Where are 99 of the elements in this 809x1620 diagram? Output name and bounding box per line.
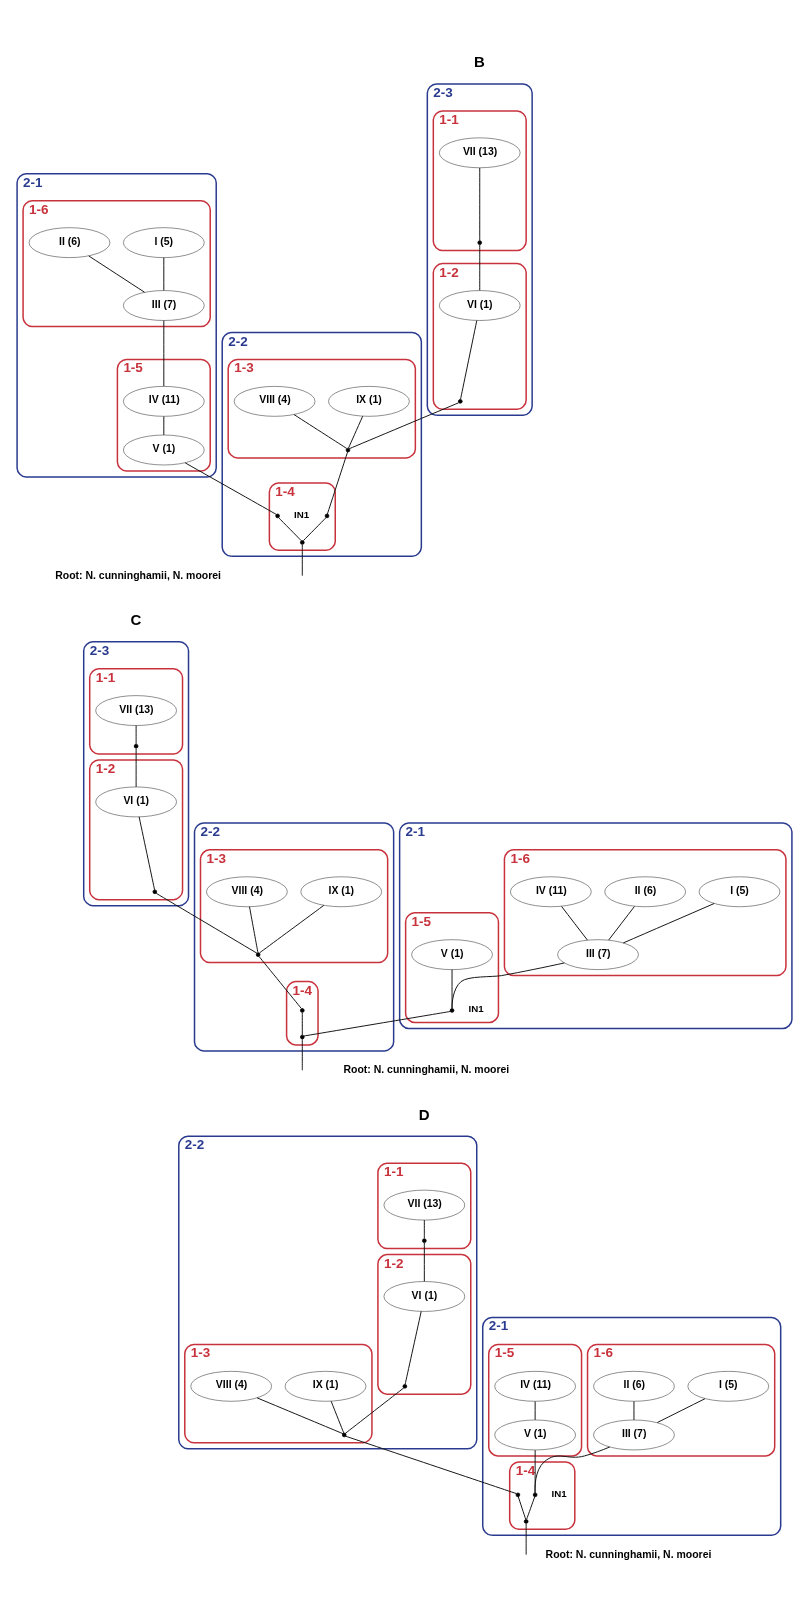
node-ellipse: IX (1) — [300, 876, 382, 908]
node-ellipse: VIII (4) — [206, 876, 288, 908]
node-ellipse: IX (1) — [328, 386, 410, 417]
connector — [479, 167, 481, 242]
node-ellipse: IV (11) — [510, 876, 592, 908]
node-ellipse: I (5) — [687, 1371, 769, 1402]
connector — [608, 905, 635, 941]
connector — [278, 517, 302, 542]
connector — [249, 906, 259, 954]
connector — [404, 1310, 422, 1385]
node-label: IN1 — [294, 508, 310, 520]
node-circle — [422, 1238, 427, 1243]
connector — [622, 903, 715, 944]
node-ellipse: IV (11) — [494, 1371, 576, 1402]
node-ellipse: III (7) — [593, 1419, 675, 1451]
label: D — [418, 1105, 430, 1123]
node-circle — [345, 447, 351, 453]
node-ellipse: VIII (4) — [233, 386, 316, 417]
connector — [163, 320, 165, 387]
node-circle — [402, 1384, 408, 1389]
connector — [534, 1400, 536, 1421]
connector — [423, 1219, 425, 1240]
node-circle — [275, 513, 280, 519]
node-circle — [300, 540, 305, 545]
label: Root: N. cunninghamii, N. moorei — [343, 1064, 510, 1076]
connector — [479, 244, 481, 291]
connector — [303, 1011, 451, 1037]
node-ellipse: VI (1) — [95, 786, 177, 818]
node-ellipse: IV (11) — [123, 386, 205, 417]
node-ellipse: VII (13) — [439, 137, 521, 169]
node-circle — [458, 399, 463, 404]
connector — [344, 1387, 405, 1434]
label: B — [474, 53, 485, 71]
cluster: 1-4 — [285, 980, 319, 1046]
node-ellipse: VI (1) — [383, 1281, 466, 1312]
connector — [423, 1242, 425, 1282]
connector — [348, 402, 460, 450]
connector — [348, 415, 364, 449]
connector — [135, 747, 137, 788]
connector — [656, 1398, 706, 1424]
connector — [293, 414, 348, 449]
node-circle — [532, 1492, 538, 1498]
connector — [451, 962, 565, 1009]
node-circle — [523, 1519, 529, 1524]
node-ellipse: V (1) — [411, 939, 493, 970]
connector — [155, 892, 258, 954]
node-ellipse: VI (1) — [439, 290, 521, 321]
connector — [256, 1397, 344, 1435]
node-ellipse: VIII (4) — [190, 1371, 272, 1402]
node-ellipse: VII (13) — [383, 1189, 466, 1221]
node-circle — [324, 513, 330, 519]
connector — [525, 1523, 527, 1556]
connector — [326, 451, 349, 515]
connector — [258, 956, 302, 1010]
connector — [561, 905, 588, 941]
connector — [301, 544, 303, 577]
connector — [534, 1446, 611, 1494]
node-circle — [255, 952, 261, 957]
node-ellipse: VII (13) — [95, 695, 177, 726]
connector — [163, 257, 165, 291]
node-ellipse: V (1) — [123, 434, 205, 466]
label: Root: N. cunninghamii, N. moorei — [545, 1548, 712, 1560]
connector — [301, 1038, 303, 1071]
node-ellipse: I (5) — [123, 227, 205, 258]
node-circle — [449, 1008, 455, 1013]
connector — [138, 816, 156, 891]
connector — [517, 1496, 527, 1520]
node-circle — [477, 240, 482, 245]
node-ellipse: II (6) — [593, 1371, 675, 1402]
node-ellipse: V (1) — [494, 1419, 576, 1451]
node-circle — [341, 1432, 347, 1438]
connector — [302, 517, 327, 542]
node-ellipse: I (5) — [698, 876, 781, 908]
connector — [163, 416, 165, 436]
node-ellipse: IX (1) — [284, 1371, 367, 1402]
label: Root: N. cunninghamii, N. moorei — [55, 569, 222, 581]
node-label: IN1 — [551, 1487, 567, 1499]
node-ellipse: III (7) — [123, 290, 205, 321]
connector — [259, 904, 325, 954]
label: C — [130, 611, 142, 629]
node-circle — [300, 1034, 305, 1040]
connector — [184, 462, 277, 515]
connector — [88, 255, 145, 293]
node-circle — [300, 1008, 305, 1013]
connector — [526, 1496, 536, 1520]
connector — [135, 725, 137, 745]
node-label: IN1 — [468, 1003, 484, 1015]
node-circle — [515, 1492, 521, 1498]
node-circle — [152, 889, 158, 895]
connector — [345, 1435, 517, 1494]
node-ellipse: III (7) — [557, 939, 639, 970]
node-ellipse: II (6) — [604, 876, 686, 908]
connector — [330, 1400, 345, 1434]
connector — [301, 1012, 303, 1036]
connector — [534, 1449, 536, 1494]
connector — [460, 320, 478, 400]
node-ellipse: II (6) — [28, 227, 111, 258]
connector — [451, 969, 453, 1009]
node-circle — [133, 743, 139, 749]
